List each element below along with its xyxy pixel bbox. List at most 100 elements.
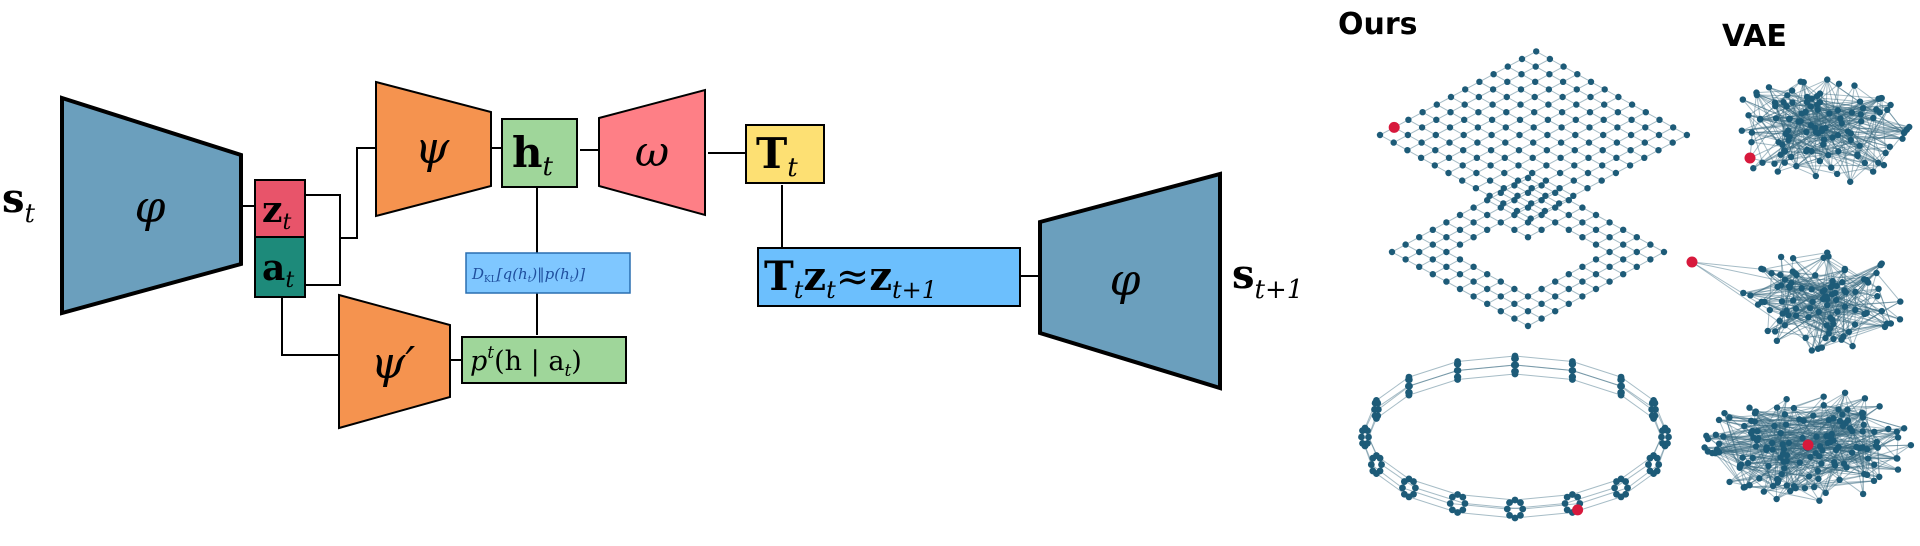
graph-node xyxy=(1778,470,1785,478)
graph-node xyxy=(1584,185,1591,192)
graph-node xyxy=(1475,93,1483,101)
graph-node xyxy=(1816,497,1823,504)
graph-node xyxy=(1474,124,1482,131)
graph-node xyxy=(1821,286,1828,294)
graph-node xyxy=(1748,129,1756,136)
graph-node xyxy=(1788,87,1796,94)
graph-node xyxy=(1514,177,1522,184)
graph-node xyxy=(1474,139,1481,146)
graph-node xyxy=(1432,131,1440,139)
graph-node xyxy=(1808,147,1815,155)
graph-node xyxy=(1559,93,1566,101)
graph-node xyxy=(1587,78,1595,86)
graph-node xyxy=(1783,457,1790,465)
t-box xyxy=(745,124,825,184)
graph-node xyxy=(1538,285,1545,293)
highlight-node xyxy=(1388,121,1400,133)
graph-node xyxy=(1417,154,1425,161)
graph-node xyxy=(1768,439,1776,447)
graph-node xyxy=(1848,449,1856,456)
graph-node xyxy=(1511,355,1518,363)
graph-node xyxy=(1783,307,1790,314)
graph-node xyxy=(1807,453,1814,461)
connector-lines xyxy=(240,147,1040,361)
graph-node xyxy=(1655,461,1663,468)
graph-node xyxy=(1783,395,1790,403)
graph-node xyxy=(1878,307,1886,315)
graph-node xyxy=(1841,389,1849,396)
graph-node xyxy=(1849,342,1856,350)
graph-node xyxy=(1808,286,1815,293)
graph-node xyxy=(1844,417,1851,424)
graph-node xyxy=(1456,285,1464,293)
graph-node xyxy=(1472,185,1480,192)
graph-node xyxy=(1825,151,1832,159)
graph-node xyxy=(1592,241,1600,248)
graph-node xyxy=(1885,425,1892,433)
graph-node xyxy=(1806,304,1814,312)
graph-node xyxy=(1543,162,1550,169)
graph-node xyxy=(1558,124,1565,131)
graph-node xyxy=(1486,177,1494,184)
graph-node xyxy=(1624,484,1631,492)
prior-label: pt(h | at) xyxy=(470,343,582,381)
graph-node xyxy=(1642,109,1650,116)
graph-node xyxy=(1726,414,1733,421)
graph-node xyxy=(1659,439,1666,447)
graph-node xyxy=(1771,422,1778,430)
graph-node xyxy=(1459,506,1467,514)
graph-node xyxy=(1620,226,1627,233)
h-label: ht xyxy=(512,128,554,182)
graph-node xyxy=(1484,197,1491,204)
graph-node xyxy=(1874,444,1881,451)
graph-node xyxy=(1683,131,1691,139)
graph-node xyxy=(1542,192,1549,199)
graph-node xyxy=(1875,95,1882,103)
graph-node xyxy=(1633,234,1641,241)
graph-node xyxy=(1552,278,1559,285)
graph-node xyxy=(1456,241,1464,248)
graph-node xyxy=(1405,389,1412,396)
graph-node xyxy=(1503,93,1511,101)
graph-node xyxy=(1606,248,1613,256)
graph-node xyxy=(1405,382,1412,390)
graph-node xyxy=(1774,479,1782,486)
graph-node xyxy=(1552,204,1559,211)
graph-node xyxy=(1538,197,1545,204)
graph-node xyxy=(1642,124,1649,131)
graph-node xyxy=(1512,361,1520,369)
graph-node xyxy=(1484,271,1491,278)
psi-prime-network xyxy=(338,293,451,430)
graph-node xyxy=(1796,459,1803,466)
graph-node xyxy=(1416,263,1423,270)
graph-node xyxy=(1488,116,1496,124)
graph-node xyxy=(1462,86,1469,93)
graph-node xyxy=(1802,334,1809,342)
graph-node xyxy=(1789,268,1796,275)
graph-node xyxy=(1820,254,1827,261)
graph-node xyxy=(1857,111,1864,118)
graph-node xyxy=(1405,116,1412,124)
vae-graph-2 xyxy=(1686,249,1904,354)
graph-node xyxy=(1563,493,1571,501)
graph-node xyxy=(1665,433,1672,441)
graph-node xyxy=(1561,500,1569,507)
graph-node xyxy=(1518,71,1525,78)
vae-title: VAE xyxy=(1722,19,1787,54)
graph-node xyxy=(1503,505,1511,513)
graph-node xyxy=(1752,443,1760,450)
graph-node xyxy=(1473,154,1481,161)
graph-node xyxy=(1647,241,1654,248)
graph-node xyxy=(1820,141,1827,148)
graph-node xyxy=(1783,103,1790,110)
graph-node xyxy=(1572,131,1579,139)
graph-node xyxy=(1542,177,1550,184)
ours-grid-graph xyxy=(1376,48,1691,222)
graph-node xyxy=(1836,417,1844,425)
graph-node xyxy=(1859,104,1867,112)
graph-node xyxy=(1848,109,1856,116)
graph-node xyxy=(1470,204,1477,211)
graph-node xyxy=(1461,500,1469,507)
highlight-node xyxy=(1744,152,1756,164)
graph-node xyxy=(1787,487,1794,495)
